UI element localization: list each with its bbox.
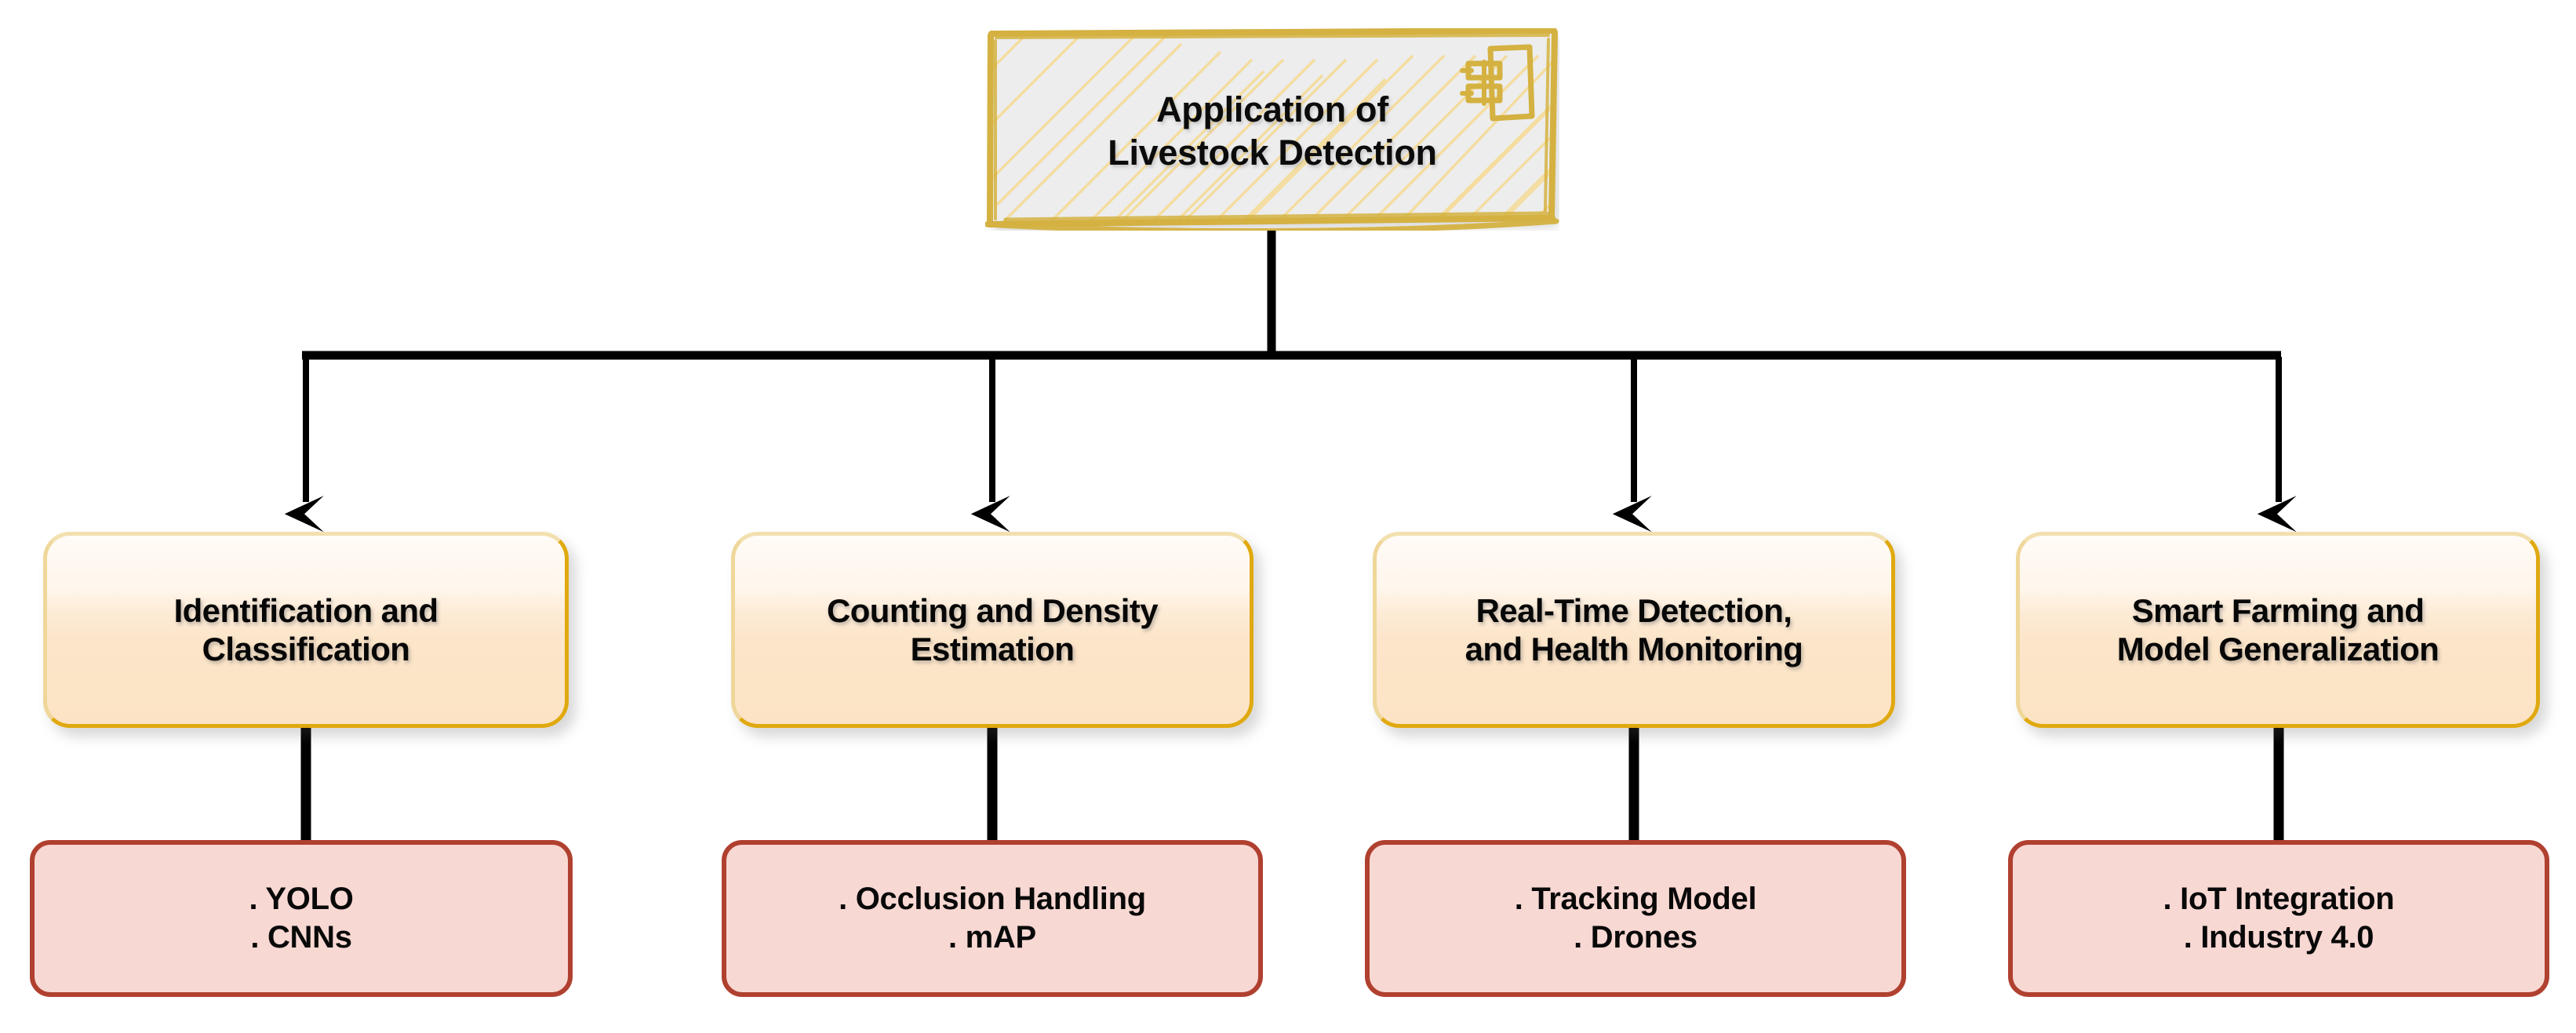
leaf-label: . YOLO . CNNs — [249, 880, 353, 957]
root-label: Application of Livestock Detection — [985, 28, 1559, 231]
category-line1: Real-Time Detection, — [1475, 591, 1792, 629]
leaf-item-2: . Drones — [1574, 920, 1697, 955]
leaf-node-counting[interactable]: . Occlusion Handling . mAP — [722, 840, 1263, 997]
leaf-label: . IoT Integration . Industry 4.0 — [2163, 880, 2395, 957]
category-label: Counting and Density Estimation — [822, 591, 1162, 668]
category-node-counting[interactable]: Counting and Density Estimation — [731, 532, 1253, 728]
root-node[interactable]: Application of Livestock Detection — [985, 28, 1559, 231]
category-label: Real-Time Detection, and Health Monitori… — [1461, 591, 1808, 668]
leaf-item-2: . mAP — [948, 920, 1036, 955]
leaf-item-2: . Industry 4.0 — [2183, 920, 2374, 955]
category-node-realtime[interactable]: Real-Time Detection, and Health Monitori… — [1373, 532, 1895, 728]
category-node-identification[interactable]: Identification and Classification — [43, 532, 569, 728]
leaf-item-2: . CNNs — [250, 920, 352, 955]
category-line1: Smart Farming and — [2131, 591, 2425, 629]
category-line2: Estimation — [910, 631, 1075, 667]
root-title-line2: Livestock Detection — [1108, 133, 1437, 173]
leaf-node-smartfarming[interactable]: . IoT Integration . Industry 4.0 — [2008, 840, 2549, 997]
category-line1: Counting and Density — [827, 591, 1159, 629]
category-line2: Model Generalization — [2116, 631, 2440, 667]
category-line1: Identification and — [173, 591, 438, 629]
root-title-line1: Application of — [1156, 89, 1388, 130]
category-label: Smart Farming and Model Generalization — [2112, 591, 2443, 668]
root-sketch-shape — [985, 28, 1559, 231]
category-label: Identification and Classification — [169, 591, 443, 668]
note-document-icon — [1460, 44, 1535, 122]
leaf-node-identification[interactable]: . YOLO . CNNs — [30, 840, 573, 997]
leaf-item-1: . IoT Integration — [2163, 882, 2395, 917]
leaf-item-1: . YOLO — [249, 882, 354, 917]
leaf-node-realtime[interactable]: . Tracking Model . Drones — [1365, 840, 1906, 997]
category-line2: Classification — [202, 631, 410, 667]
leaf-item-1: . Tracking Model — [1514, 882, 1757, 917]
category-node-smartfarming[interactable]: Smart Farming and Model Generalization — [2016, 532, 2540, 728]
category-line2: and Health Monitoring — [1464, 631, 1803, 667]
leaf-item-1: . Occlusion Handling — [839, 882, 1146, 917]
leaf-label: . Occlusion Handling . mAP — [839, 880, 1146, 957]
leaf-label: . Tracking Model . Drones — [1515, 880, 1757, 957]
